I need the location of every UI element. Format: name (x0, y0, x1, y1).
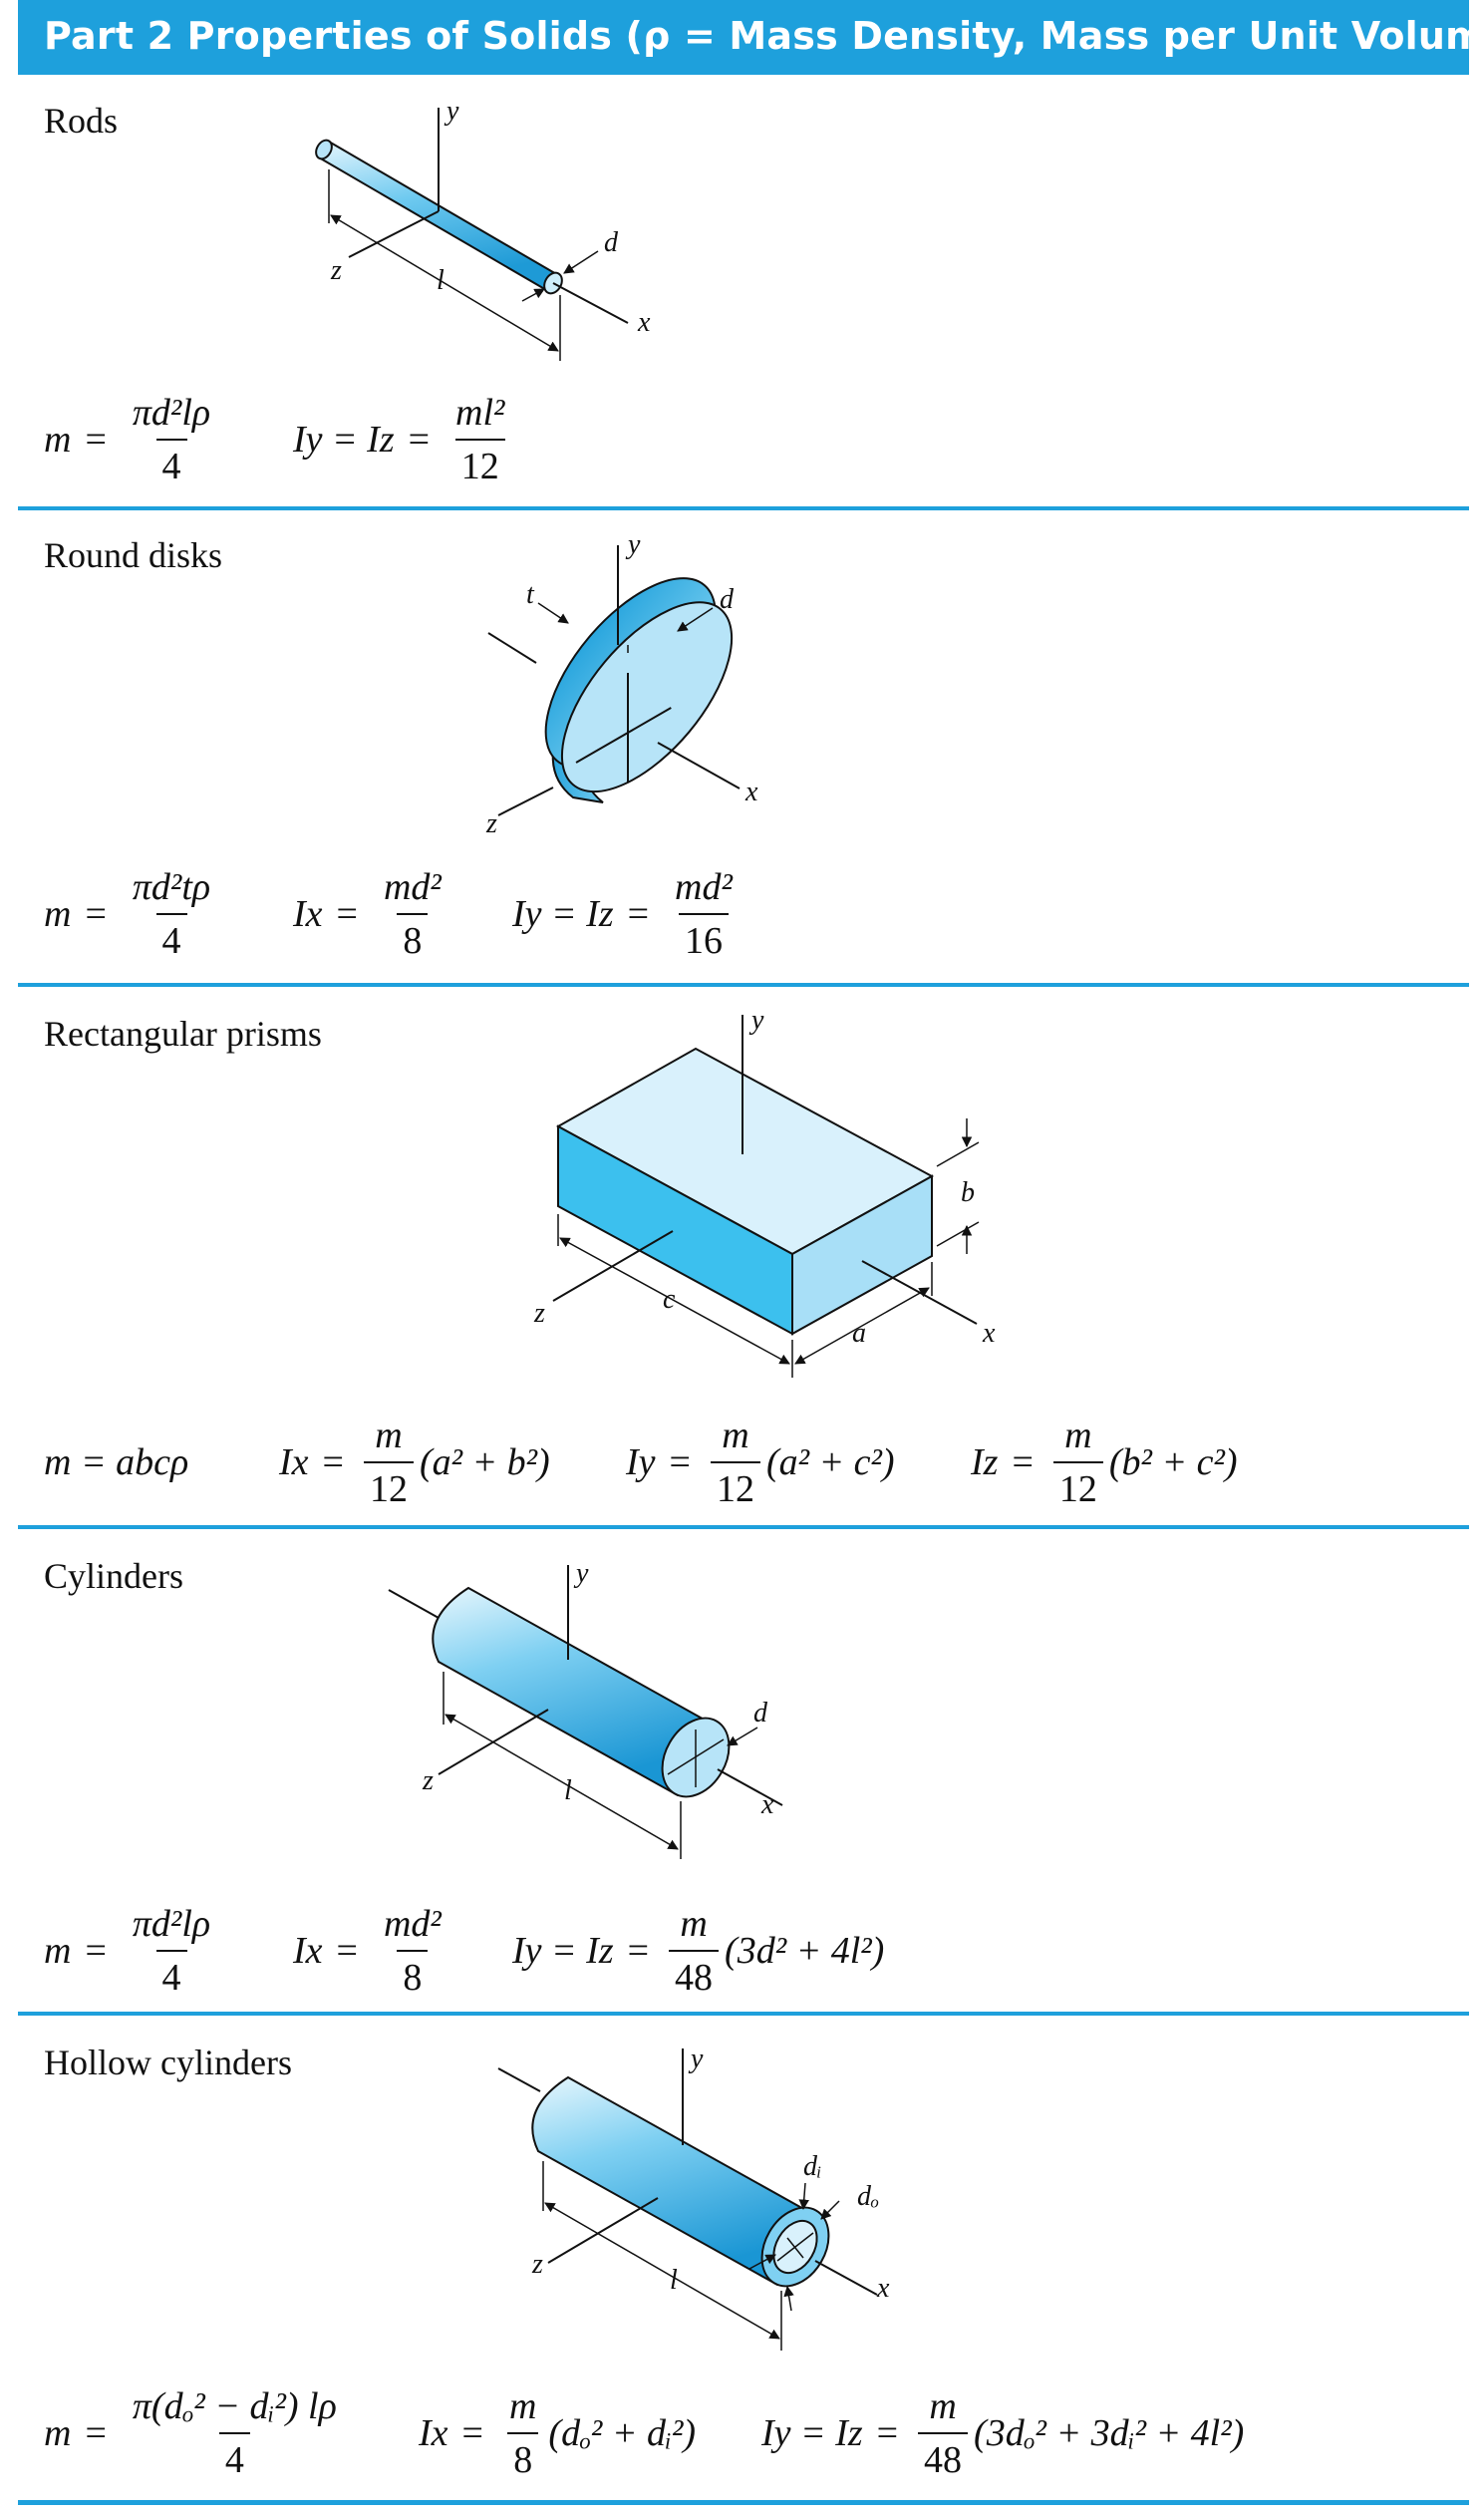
section-title-hollow-cylinders: Hollow cylinders (44, 2043, 292, 2082)
dimension-label-di: dᵢ (803, 2151, 821, 2182)
dimension-label-l: l (437, 265, 445, 296)
section-divider (18, 2500, 1469, 2505)
dimension-label-t: t (526, 579, 535, 610)
dimension-label-l: l (564, 1775, 572, 1806)
rod-figure: y z x l d (315, 96, 651, 361)
axis-label-x: x (637, 307, 651, 338)
dimension-label-do: dₒ (857, 2181, 879, 2212)
round-disk-figure: y z x t d (485, 529, 758, 839)
axis-label-x: x (982, 1318, 996, 1349)
cylinder-figure: y z x l d (388, 1558, 783, 1859)
axis-label-y: y (573, 1558, 589, 1589)
section-title-cylinders: Cylinders (44, 1556, 183, 1596)
dimension-label-d: d (720, 584, 735, 615)
page-title: Part 2 Properties of Solids (ρ = Mass De… (44, 14, 1484, 58)
dimension-label-l: l (670, 2265, 678, 2296)
axis-label-z: z (533, 1298, 545, 1329)
axis-label-x: x (876, 2273, 890, 2304)
axis-label-y: y (625, 529, 641, 560)
section-divider (18, 506, 1469, 510)
axis-label-y: y (688, 2044, 704, 2074)
dimension-label-d: d (753, 1698, 768, 1729)
axis-label-y: y (748, 1005, 764, 1036)
dimension-label-c: c (663, 1284, 676, 1315)
section-divider (18, 2012, 1469, 2016)
axis-label-x: x (744, 777, 758, 807)
section-divider (18, 1525, 1469, 1529)
section-title-rods: Rods (44, 101, 119, 141)
axis-label-y: y (444, 96, 459, 127)
section-divider (18, 983, 1469, 987)
section-title-round-disks: Round disks (44, 535, 223, 575)
axis-label-x: x (760, 1789, 774, 1820)
rectangular-prism-figure: y z x c a b (533, 1005, 996, 1378)
mass-formula: m = abcρ (44, 1441, 189, 1483)
dimension-label-a: a (852, 1318, 866, 1349)
axis-label-z: z (485, 808, 497, 839)
axis-label-z: z (330, 255, 342, 286)
page-header: Part 2 Properties of Solids (ρ = Mass De… (18, 0, 1484, 75)
dimension-label-b: b (961, 1177, 975, 1208)
axis-label-z: z (422, 1765, 434, 1796)
hollow-cylinder-figure: y z x l dᵢ dₒ (497, 2044, 890, 2351)
axis-label-z: z (531, 2249, 543, 2280)
dimension-label-d: d (604, 227, 619, 258)
section-title-rectangular-prisms: Rectangular prisms (44, 1014, 322, 1054)
